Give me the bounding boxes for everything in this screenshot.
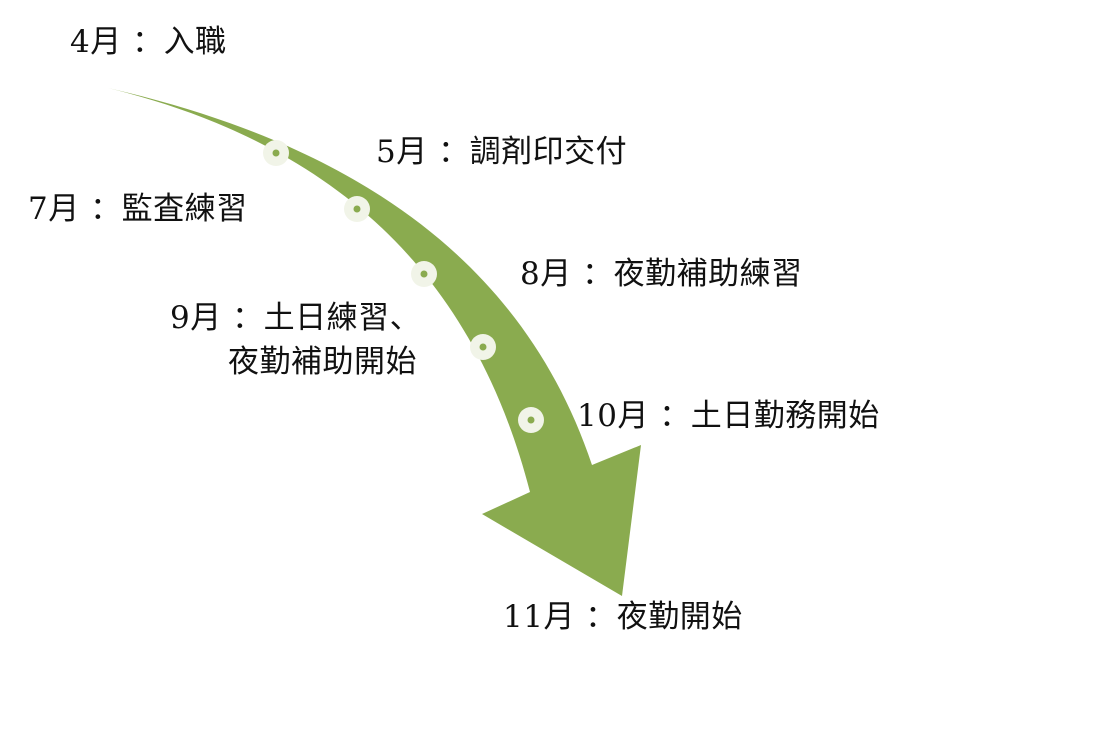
milestone-text-continued: 夜勤補助開始 (228, 344, 417, 380)
milestone-july: 7月 ：監査練習 (28, 187, 248, 231)
timeline-dot (344, 196, 370, 222)
timeline-dots (263, 140, 544, 433)
curved-arrow (108, 88, 641, 596)
milestone-april: 4月 ：入職 (70, 20, 227, 64)
milestone-text: 11月 ：夜勤開始 (503, 599, 743, 635)
milestone-text: 10月 ：土日勤務開始 (577, 398, 880, 434)
milestone-text: 4月 ：入職 (70, 24, 227, 60)
timeline-dot (518, 407, 544, 433)
milestone-text: 8月 ：夜勤補助練習 (520, 256, 803, 292)
milestone-may: 5月 ：調剤印交付 (376, 130, 627, 174)
timeline-dot (470, 334, 496, 360)
milestone-august: 8月 ：夜勤補助練習 (520, 252, 803, 296)
milestone-text: 7月 ：監査練習 (28, 191, 248, 227)
milestone-text: 9月 ：土日練習、 (170, 300, 422, 336)
milestone-october: 10月 ：土日勤務開始 (577, 394, 880, 438)
timeline-dot (411, 261, 437, 287)
timeline-dot (263, 140, 289, 166)
milestone-september: 9月 ：土日練習、 夜勤補助開始 (170, 296, 421, 384)
milestone-text: 5月 ：調剤印交付 (376, 134, 628, 170)
milestone-november: 11月 ：夜勤開始 (503, 595, 743, 639)
